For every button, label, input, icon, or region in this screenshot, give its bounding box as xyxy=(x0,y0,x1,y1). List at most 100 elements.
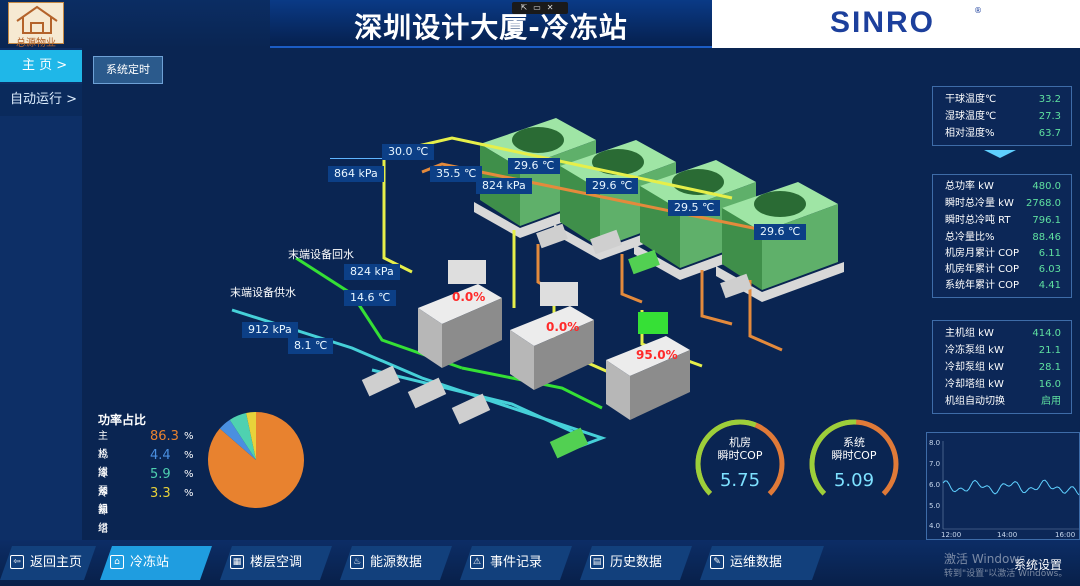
brand-logo: SINRO xyxy=(830,6,936,39)
tab-back-home[interactable]: ⇦返回主页 xyxy=(0,546,96,580)
cooling-pump-2[interactable] xyxy=(590,229,622,255)
y-tick: 4.0 xyxy=(929,522,941,530)
return-pressure-tag: 824 kPa xyxy=(344,264,400,280)
gauge-fill xyxy=(695,419,785,509)
leader-line xyxy=(330,158,390,159)
x-tick: 12:00 xyxy=(941,531,962,539)
windows-activation-watermark: 激活 Windows xyxy=(944,552,1026,566)
return-water-label: 末端设备回水 xyxy=(288,248,354,261)
system-cop-gauge xyxy=(809,419,899,509)
tab-event-log[interactable]: ⚠事件记录 xyxy=(460,546,572,580)
system-cop-value: 5.09 xyxy=(833,470,875,491)
tower-return-temp-tag: 35.5 ℃ xyxy=(430,166,483,182)
tower-1-temp-tag: 29.6 ℃ xyxy=(508,158,561,174)
home-icon: ⌂ xyxy=(110,555,124,569)
chilled-pump-3[interactable] xyxy=(451,393,491,425)
x-tick: 14:00 xyxy=(997,531,1018,539)
company-logo-text: 总源物业 xyxy=(16,38,56,49)
back-icon: ⇦ xyxy=(10,555,24,569)
system-settings-button[interactable]: 系统设置 xyxy=(1014,558,1063,572)
pie-slice xyxy=(219,419,256,460)
y-tick: 7.0 xyxy=(929,460,941,468)
brand-registered-mark: ® xyxy=(974,6,982,15)
power-share-title: 功率占比 xyxy=(98,413,147,427)
alarm-icon: ⚠ xyxy=(470,555,484,569)
tab-maintenance-data[interactable]: ✎运维数据 xyxy=(700,546,824,580)
x-tick: 16:00 xyxy=(1055,531,1076,539)
y-tick: 5.0 xyxy=(929,502,941,510)
company-logo xyxy=(8,2,64,44)
perf-row: 总冷量比%88.46 xyxy=(945,232,1061,243)
chilled-pump-1[interactable] xyxy=(361,365,401,397)
supply-temp-tag: 8.1 ℃ xyxy=(288,338,334,354)
tab-floor-ac[interactable]: ▦楼层空调 xyxy=(220,546,332,580)
energy-icon: ♨ xyxy=(350,555,364,569)
chiller-2[interactable] xyxy=(510,282,594,390)
pie-slice xyxy=(246,412,256,460)
tower-2-temp-tag: 29.6 ℃ xyxy=(586,178,639,194)
chiller-1-load: 0.0% xyxy=(452,290,486,304)
gauge-track xyxy=(695,419,785,509)
chiller-3[interactable] xyxy=(606,312,690,420)
trend-series-line xyxy=(942,479,1080,496)
system-schedule-button[interactable]: 系统定时 xyxy=(93,56,163,84)
chiller-2-load: 0.0% xyxy=(546,320,580,334)
cooling-pump-1[interactable] xyxy=(536,223,568,249)
auto-switch-row[interactable]: 机组自动切换启用 xyxy=(945,396,1061,407)
tower-supply-temp-tag: 30.0 ℃ xyxy=(382,144,435,160)
return-temp-tag: 14.6 ℃ xyxy=(344,290,397,306)
title-banner xyxy=(270,0,712,48)
tower-4-temp-tag: 29.6 ℃ xyxy=(754,224,807,240)
power-share-pie xyxy=(208,412,304,508)
tab-energy-data[interactable]: ♨能源数据 xyxy=(340,546,452,580)
cop-trend-chart: 8.0 7.0 6.0 5.0 4.0 12:00 14:00 16:00 xyxy=(926,432,1080,540)
chiller-plant-diagram: 30.0 ℃ 864 kPa 35.5 ℃ 824 kPa 29.6 ℃ 29.… xyxy=(82,48,924,540)
building-icon: ▦ xyxy=(230,555,244,569)
y-tick: 6.0 xyxy=(929,481,941,489)
sidebar-item-auto-run[interactable]: 自动运行 > xyxy=(0,84,82,116)
room-cop-label: 机房瞬时COP xyxy=(717,436,763,462)
sidebar-item-home[interactable]: 主 页 > xyxy=(0,50,82,82)
chilled-pump-4[interactable] xyxy=(549,427,589,459)
tower-return-pressure-tag: 824 kPa xyxy=(476,178,532,194)
expand-chevron-icon[interactable] xyxy=(984,150,1016,158)
chiller-3-load: 95.0% xyxy=(636,348,678,362)
cooling-pump-4[interactable] xyxy=(720,273,752,299)
supply-water-label: 末端设备供水 xyxy=(230,286,296,299)
pie-slice xyxy=(229,413,256,460)
windows-activation-hint: 转到"设置"以激活 Windows。 xyxy=(944,569,1068,579)
system-cop-label: 系统瞬时COP xyxy=(831,436,877,462)
y-tick: 8.0 xyxy=(929,439,941,447)
trend-svg xyxy=(942,441,1080,530)
chilled-pump-2[interactable] xyxy=(407,377,447,409)
tower-3-temp-tag: 29.5 ℃ xyxy=(668,200,721,216)
weather-row: 相对湿度%63.7 xyxy=(945,128,1061,139)
tower-supply-pressure-tag: 864 kPa xyxy=(328,166,384,182)
tab-chiller-plant[interactable]: ⌂冷冻站 xyxy=(100,546,212,580)
gauge-fill xyxy=(809,419,899,509)
brand-panel xyxy=(712,0,1080,48)
tab-history-data[interactable]: ▤历史数据 xyxy=(580,546,692,580)
house-icon xyxy=(16,5,58,34)
chiller-1[interactable] xyxy=(418,260,502,368)
cooling-pump-3[interactable] xyxy=(628,249,660,275)
window-controls[interactable]: ⇱▭✕ xyxy=(512,2,568,14)
gauge-track xyxy=(809,419,899,509)
maintenance-icon: ✎ xyxy=(710,555,724,569)
room-cop-gauge xyxy=(695,419,785,509)
